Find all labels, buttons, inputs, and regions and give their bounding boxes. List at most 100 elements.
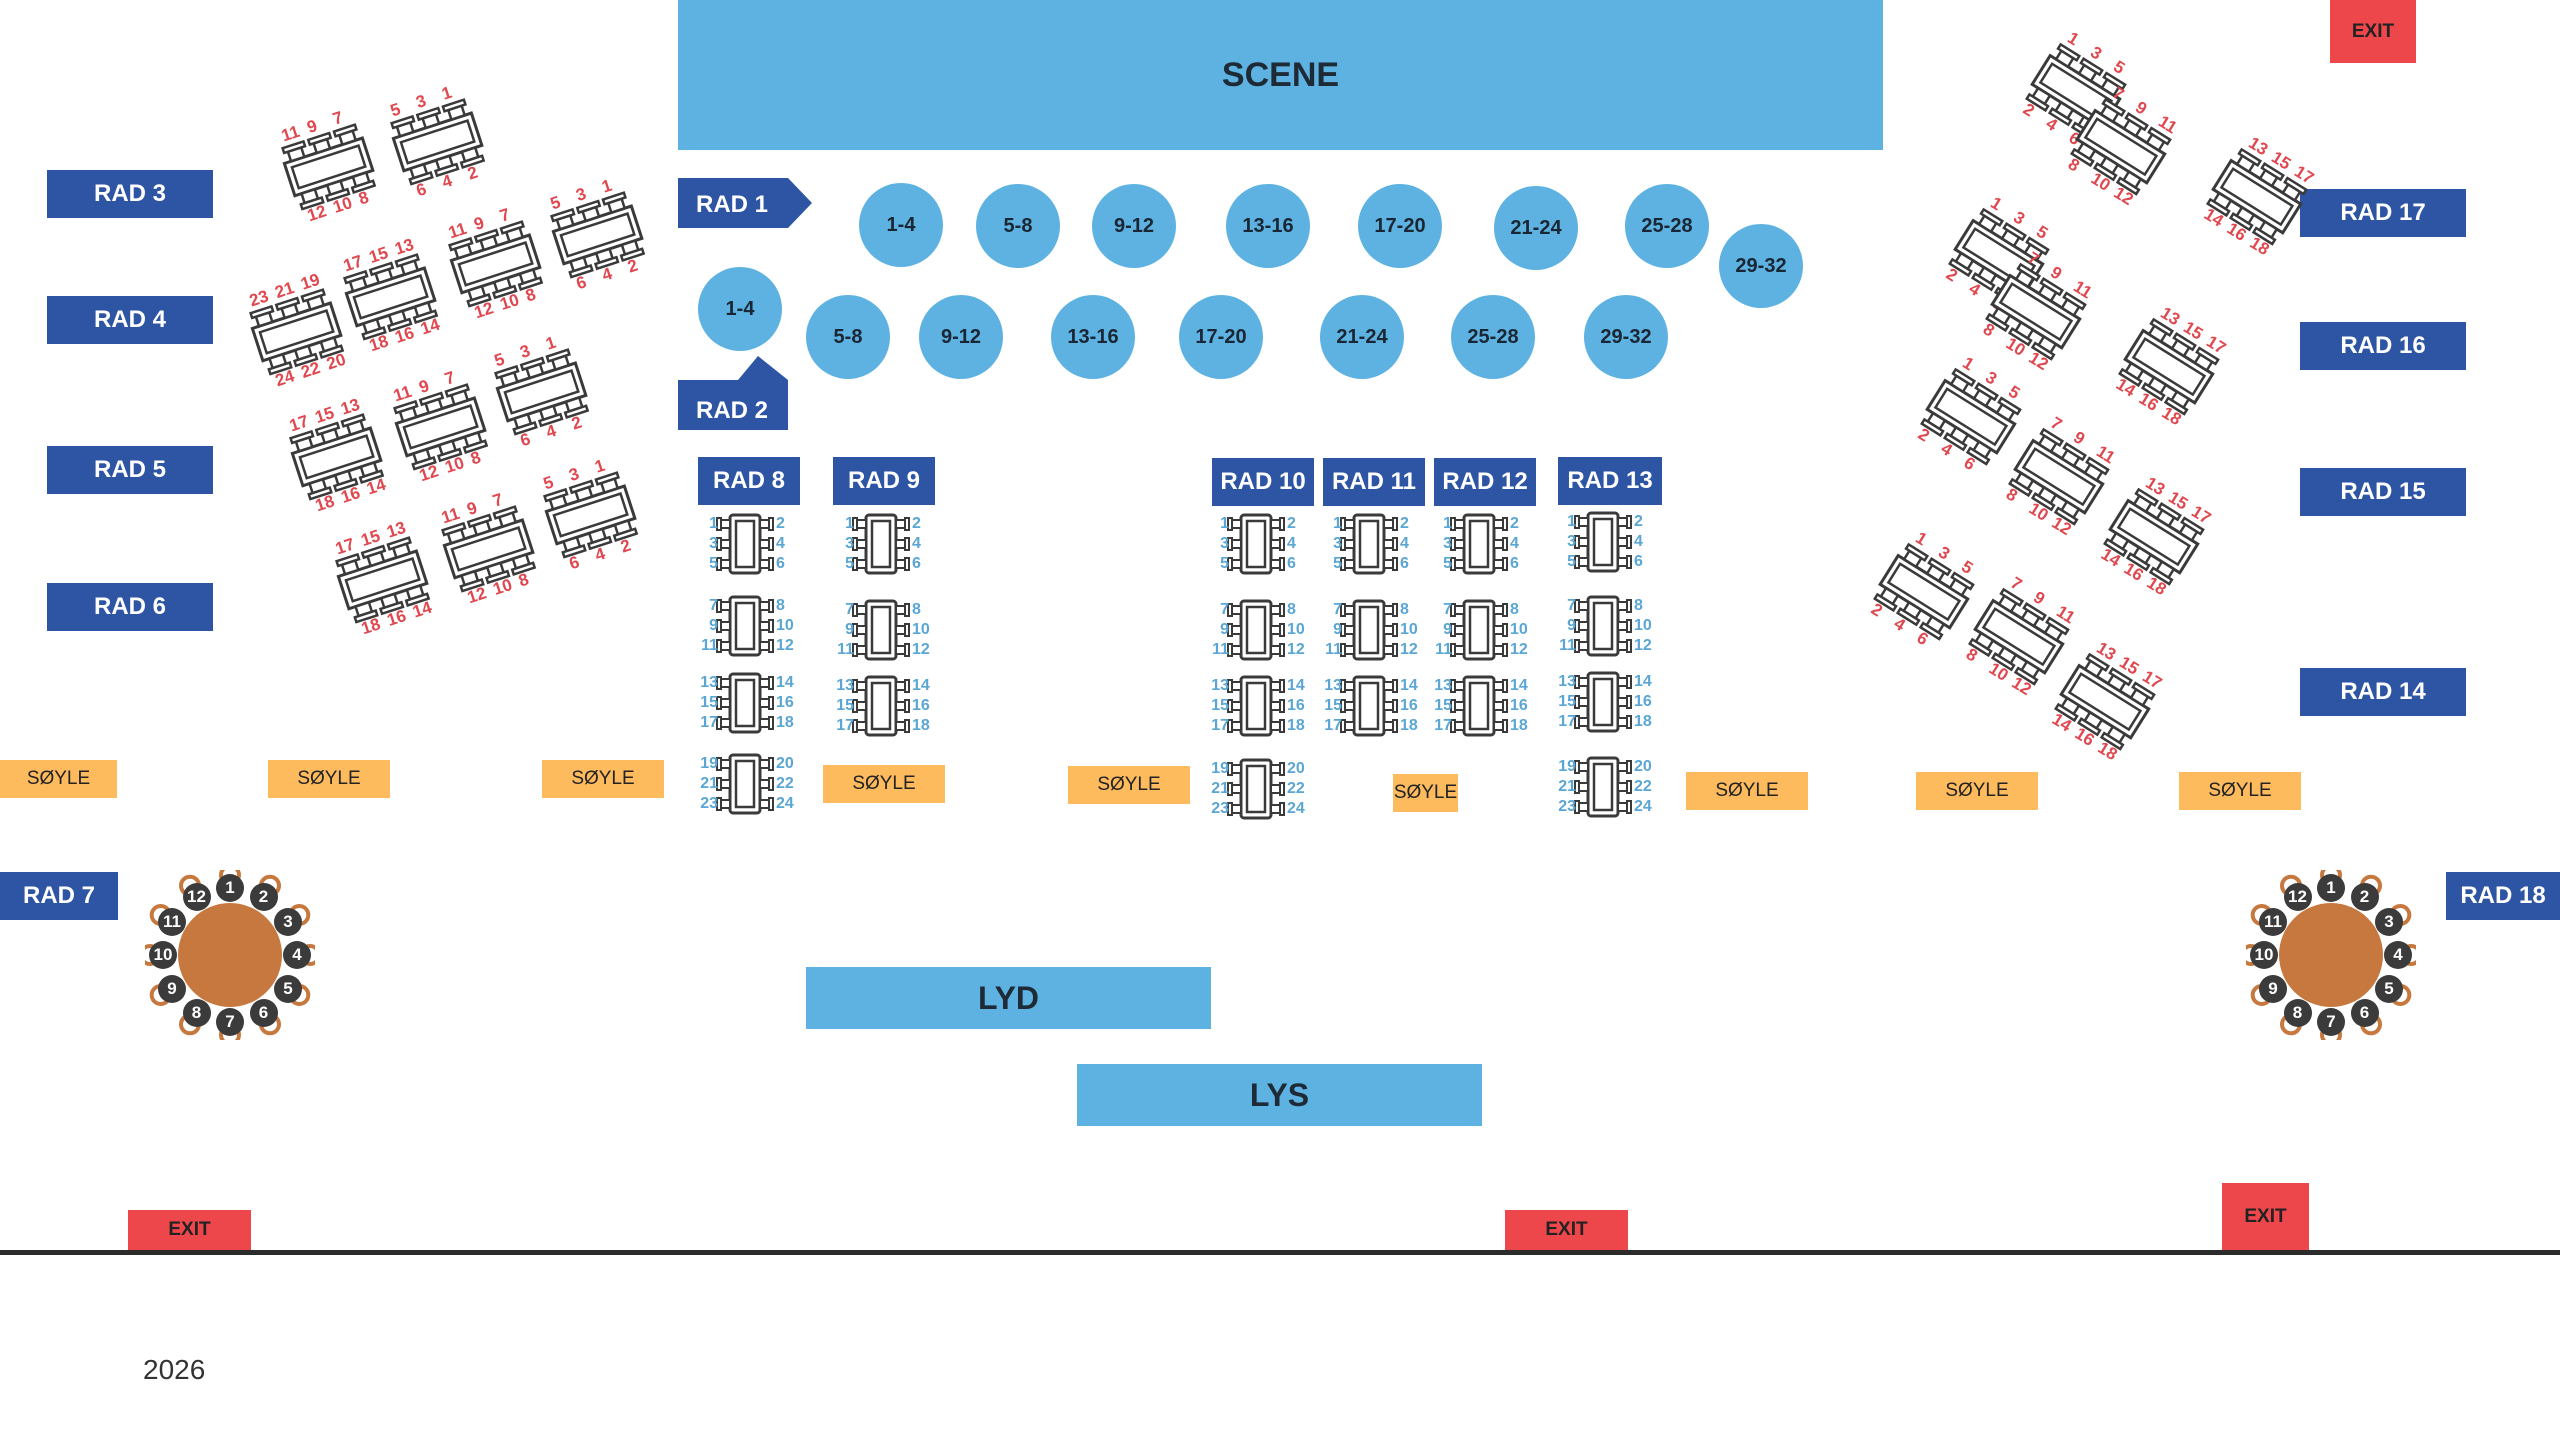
seat[interactable]: 5 [2375,974,2403,1003]
rad2-table-21-24[interactable]: 21-24 [1320,295,1404,379]
row-label-rad17[interactable]: RAD 17 [2300,189,2466,237]
row-label-rad14[interactable]: RAD 14 [2300,668,2466,716]
rad1-table-21-24[interactable]: 21-24 [1494,186,1578,270]
rad1-table-29-32[interactable]: 29-32 [1719,224,1803,308]
seat[interactable]: 8 [2283,999,2312,1027]
rad1-table-9-12[interactable]: 9-12 [1092,184,1176,268]
row-label-rad13[interactable]: RAD 13 [1558,457,1662,505]
exit-bottom-left[interactable]: EXIT [128,1210,251,1250]
row-label-rad15[interactable]: RAD 15 [2300,468,2466,516]
rad1-table-17-20[interactable]: 17-20 [1358,184,1442,268]
rad2-table-9-12[interactable]: 9-12 [919,295,1003,379]
rad2-table-5-8[interactable]: 5-8 [806,295,890,379]
rad1-table-5-8[interactable]: 5-8 [976,184,1060,268]
row-label-rad11[interactable]: RAD 11 [1323,458,1425,506]
seat[interactable]: 7 [2317,1008,2345,1036]
rad1-table-25-28[interactable]: 25-28 [1625,184,1709,268]
row-label-rad16[interactable]: RAD 16 [2300,322,2466,370]
seat[interactable]: 12 [2283,883,2312,911]
rad2-table-29-32[interactable]: 29-32 [1584,295,1668,379]
rad2-table-13-16[interactable]: 13-16 [1051,295,1135,379]
rad2-table-25-28[interactable]: 25-28 [1451,295,1535,379]
rad1-table-13-16[interactable]: 13-16 [1226,184,1310,268]
row-label-rad12[interactable]: RAD 12 [1434,458,1536,506]
rad2-table-1-4[interactable]: 1-4 [698,267,782,351]
row-label-rad7[interactable]: RAD 7 [0,872,118,920]
seat[interactable]: 7 [216,1008,244,1036]
seat[interactable]: 4 [283,941,311,969]
row-label-rad8[interactable]: RAD 8 [698,457,800,505]
row-label-rad5[interactable]: RAD 5 [47,446,213,494]
seat[interactable]: 10 [2250,941,2278,969]
exit-bottom-center[interactable]: EXIT [1505,1210,1628,1250]
rad1-table-1-4[interactable]: 1-4 [859,183,943,267]
seat[interactable]: 9 [158,974,186,1003]
row-label-rad10[interactable]: RAD 10 [1212,458,1314,506]
row-label-rad2[interactable]: RAD 2 [678,356,788,430]
seat[interactable]: 8 [182,999,211,1027]
seat[interactable]: 3 [2375,907,2403,936]
seat[interactable]: 3 [274,907,302,936]
seat[interactable]: 1 [216,874,244,902]
seat[interactable]: 10 [149,941,177,969]
seat[interactable]: 2 [249,883,278,911]
rad2-table-17-20[interactable]: 17-20 [1179,295,1263,379]
seat[interactable]: 5 [274,974,302,1003]
row-label-rad1[interactable]: RAD 1 [678,178,813,228]
seat[interactable]: 2 [2350,883,2379,911]
exit-bottom-right[interactable]: EXIT [2222,1183,2309,1250]
seat[interactable]: 11 [158,907,186,936]
seat[interactable]: 6 [2350,999,2379,1027]
seat[interactable]: 11 [2259,907,2287,936]
exit-top-right[interactable]: EXIT [2330,0,2416,63]
seat[interactable]: 9 [2259,974,2287,1003]
row-label-rad18[interactable]: RAD 18 [2446,872,2560,920]
row-label-rad9[interactable]: RAD 9 [833,457,935,505]
row-label-rad4[interactable]: RAD 4 [47,296,213,344]
seat[interactable]: 1 [2317,874,2345,902]
row-label-rad3[interactable]: RAD 3 [47,170,213,218]
seat[interactable]: 4 [2384,941,2412,969]
seat[interactable]: 12 [182,883,211,911]
